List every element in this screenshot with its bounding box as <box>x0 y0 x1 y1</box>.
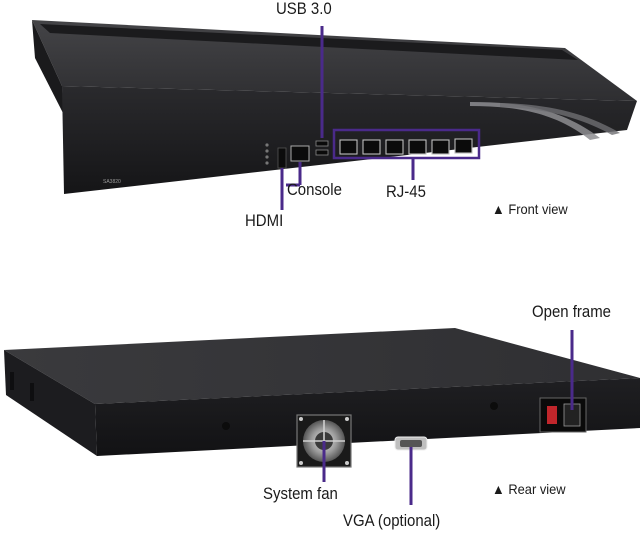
rear-chassis-top <box>4 328 640 404</box>
usb-port-lower <box>315 149 329 156</box>
front-chassis-top <box>32 20 637 101</box>
system-fan-label: System fan <box>263 484 338 503</box>
console-port <box>290 145 310 162</box>
rear-chassis-face <box>95 378 640 456</box>
hdmi-port <box>277 147 287 169</box>
usb-port-upper <box>315 140 329 147</box>
front-device: SA3820 <box>32 20 637 194</box>
rear-chassis-left <box>4 350 97 456</box>
front-vents <box>40 24 578 60</box>
status-leds <box>265 143 269 165</box>
front-view-caption: ▲ Front view <box>492 201 568 217</box>
rear-screw <box>490 402 498 410</box>
rear-screw <box>222 422 230 430</box>
rear-device <box>4 328 640 468</box>
hdmi-label: HDMI <box>245 211 284 230</box>
front-model-text: SA3820 <box>103 179 121 185</box>
rj45-ports <box>339 138 473 155</box>
vga-label: VGA (optional) <box>343 511 441 530</box>
front-callouts <box>280 26 481 210</box>
usb-label: USB 3.0 <box>276 0 332 18</box>
rear-callouts <box>322 330 574 505</box>
open-frame-power <box>539 397 587 433</box>
console-label: Console <box>287 180 342 199</box>
rear-view-caption: ▲ Rear view <box>492 481 566 497</box>
front-chassis-left <box>32 20 64 115</box>
rj45-label: RJ-45 <box>386 182 426 201</box>
open-frame-label: Open frame <box>532 302 611 321</box>
